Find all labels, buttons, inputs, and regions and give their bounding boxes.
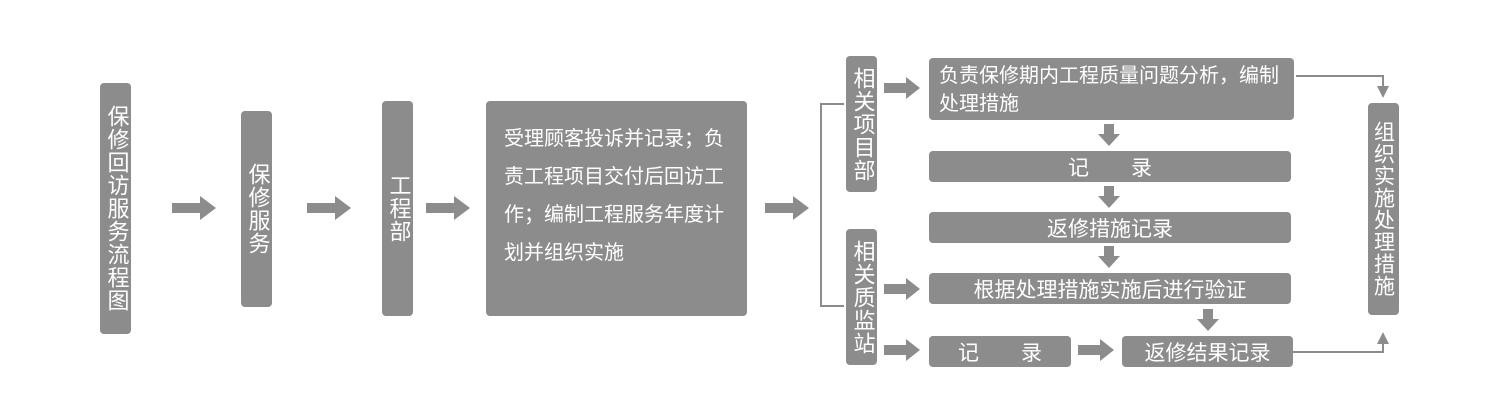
arrow-into-implement-top xyxy=(1377,86,1389,98)
arrow-duties-to-depts xyxy=(765,196,809,220)
arrow-analysis-to-record xyxy=(1098,124,1120,146)
node-result-record: 返修结果记录 xyxy=(1122,336,1293,367)
arrow-repair-to-verify xyxy=(1098,246,1120,268)
node-engineering: 工程部 xyxy=(382,101,413,316)
node-record-2: 记 录 xyxy=(929,336,1071,367)
node-repair-record: 返修措施记录 xyxy=(929,212,1291,243)
node-service: 保修服务 xyxy=(241,111,272,307)
arrow-title-to-service xyxy=(172,196,216,220)
node-implement: 组织实施处理措施 xyxy=(1368,103,1399,315)
node-analysis: 负责保修期内工程质量问题分析，编制处理措施 xyxy=(929,58,1294,120)
bracket-line xyxy=(820,103,844,307)
node-project-dept: 相关项目部 xyxy=(846,56,877,192)
node-record-1: 记 录 xyxy=(929,151,1291,182)
line-analysis-to-implement xyxy=(1296,75,1384,88)
flowchart-title: 保修回访服务流程图 xyxy=(100,83,131,334)
arrow-project-to-analysis xyxy=(884,77,920,99)
arrow-engineering-to-duties xyxy=(426,196,470,220)
node-verify: 根据处理措施实施后进行验证 xyxy=(929,273,1291,304)
arrow-record-to-repair xyxy=(1098,186,1120,208)
arrow-into-implement-bottom xyxy=(1377,332,1389,344)
arrow-service-to-engineering xyxy=(307,196,351,220)
node-quality-station: 相关质监站 xyxy=(846,229,877,365)
line-result-to-implement xyxy=(1293,342,1384,353)
arrow-verify-to-result xyxy=(1197,309,1219,331)
arrow-quality-to-verify xyxy=(884,278,920,300)
arrow-quality-to-record xyxy=(884,339,920,361)
node-engineering-duties: 受理顾客投诉并记录；负责工程项目交付后回访工作；编制工程服务年度计划并组织实施 xyxy=(486,101,747,316)
arrow-record-to-result xyxy=(1078,339,1114,361)
